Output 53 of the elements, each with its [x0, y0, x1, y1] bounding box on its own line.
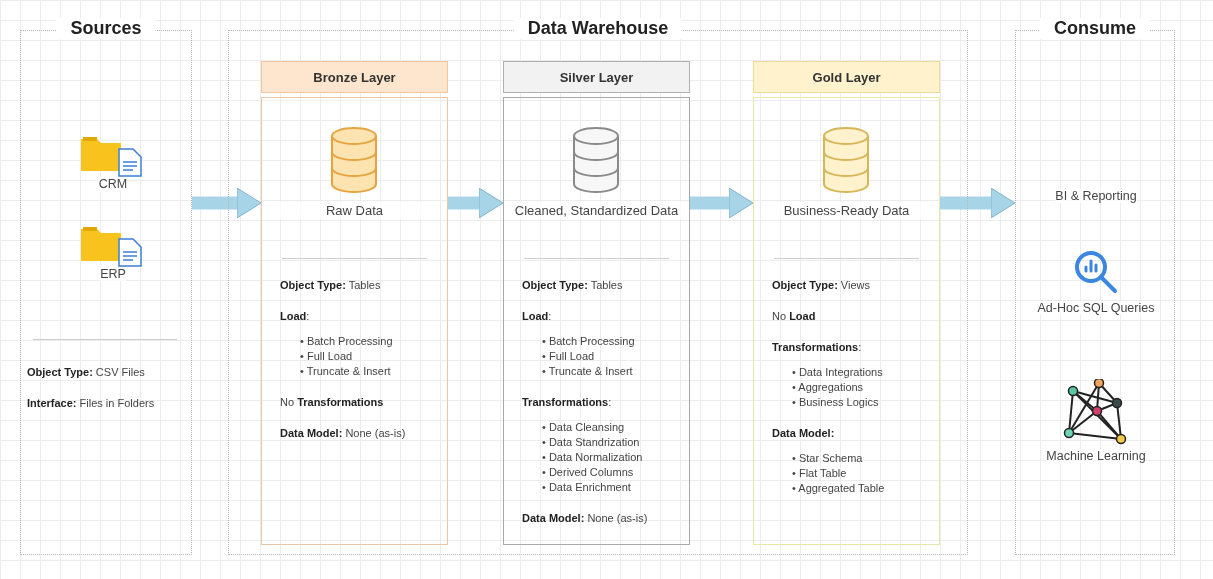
info-text: Object Type: Tables	[280, 278, 381, 293]
section-title: Consume	[1040, 18, 1150, 39]
list-item: • Data Cleansing	[542, 420, 625, 435]
layer-title: Silver Layer	[559, 69, 634, 85]
node-label: CRM	[98, 177, 128, 191]
list-item: • Full Load	[300, 349, 353, 364]
list-item: • Derived Columns	[542, 465, 634, 480]
list-item: • Data Normalization	[542, 450, 643, 465]
node-label: Ad-Hoc SQL Queries	[1037, 301, 1155, 315]
list-item: • Data Standrization	[542, 435, 640, 450]
info-text: Object Type: Views	[772, 278, 870, 293]
layer-title: Gold Layer	[812, 69, 881, 85]
layer-title: Bronze Layer	[313, 69, 396, 85]
data-description: Cleaned, Standardized Data	[512, 202, 681, 219]
list-item: • Business Logics	[792, 395, 879, 410]
section-title: Data Warehouse	[513, 18, 683, 39]
list-item: • Flat Table	[792, 466, 847, 481]
list-item: • Data Integrations	[792, 365, 883, 380]
list-item: • Truncate & Insert	[542, 364, 633, 379]
info-text: Load:	[280, 309, 310, 324]
layer-header	[753, 61, 940, 93]
node-label: BI & Reporting	[1055, 189, 1137, 203]
list-item: • Batch Processing	[300, 334, 393, 349]
arrow	[448, 187, 504, 219]
node-label: ERP	[100, 267, 126, 281]
info-text: Transformations:	[522, 395, 612, 410]
info-text: Transformations:	[772, 340, 862, 355]
list-item: • Aggregated Table	[792, 481, 885, 496]
list-item: • Truncate & Insert	[300, 364, 391, 379]
arrow	[690, 187, 754, 219]
list-item: • Full Load	[542, 349, 595, 364]
layer-panel	[503, 97, 690, 545]
list-item: • Aggregations	[792, 380, 864, 395]
arrow	[940, 187, 1016, 219]
info-text: Data Model: None (as-is)	[280, 426, 406, 441]
info-text: Object Type: CSV Files	[27, 365, 145, 380]
list-item: • Star Schema	[792, 451, 863, 466]
info-text: No Load	[772, 309, 816, 324]
layer-header	[503, 61, 690, 93]
info-text: Data Model: None (as-is)	[522, 511, 648, 526]
list-item: • Data Enrichment	[542, 480, 631, 495]
node-label: Machine Learning	[1046, 449, 1146, 463]
arrow	[192, 187, 262, 219]
layer-header	[261, 61, 448, 93]
list-item: • Batch Processing	[542, 334, 635, 349]
layer-panel	[261, 97, 448, 545]
layer-panel	[753, 97, 940, 545]
info-text: Load:	[522, 309, 552, 324]
info-text: Data Model:	[772, 426, 835, 441]
info-text: Object Type: Tables	[522, 278, 623, 293]
info-text: No Transformations	[280, 395, 384, 410]
info-text: Interface: Files in Folders	[27, 396, 155, 411]
section-title: Sources	[56, 18, 156, 39]
